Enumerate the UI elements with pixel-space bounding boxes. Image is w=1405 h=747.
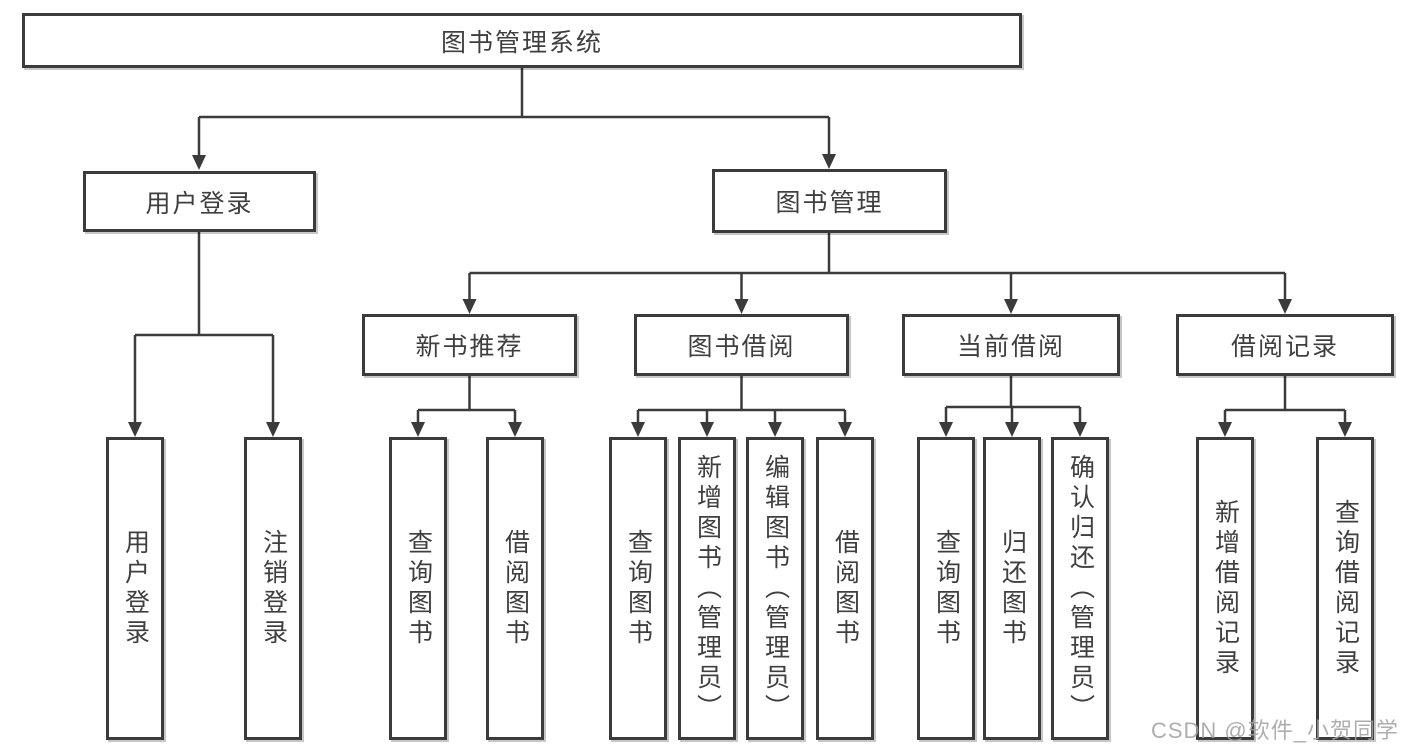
leaf-add-borrow-record: 新增借阅记录	[1196, 437, 1254, 740]
leaf-confirm-return-admin-label: 确认归还（管理员）	[1066, 453, 1095, 724]
leaf-logout-label: 注销登录	[259, 528, 288, 649]
leaf-add-book-admin-label: 新增图书（管理员）	[693, 453, 722, 724]
csdn-watermark: CSDN @软件_小贺同学	[1150, 718, 1399, 743]
leaf-add-book-admin: 新增图书（管理员）	[678, 437, 736, 740]
leaf-query-borrow-record-label: 查询借阅记录	[1331, 498, 1360, 679]
leaf-user-login-label: 用户登录	[121, 528, 150, 649]
leaf-query-books-borrow-label: 查询图书	[624, 528, 653, 649]
node-book-management: 图书管理	[712, 169, 947, 233]
leaf-edit-book-admin: 编辑图书（管理员）	[746, 437, 804, 740]
leaf-logout: 注销登录	[244, 437, 302, 740]
leaf-user-login: 用户登录	[106, 437, 164, 740]
leaf-edit-book-admin-label: 编辑图书（管理员）	[761, 453, 790, 724]
leaf-query-books-current: 查询图书	[917, 437, 975, 740]
leaf-confirm-return-admin: 确认归还（管理员）	[1051, 437, 1109, 740]
node-borrow-records: 借阅记录	[1176, 314, 1394, 376]
node-new-book-recommend: 新书推荐	[362, 314, 577, 376]
node-user-login-branch: 用户登录	[83, 171, 316, 232]
leaf-borrow-books-borrow-label: 借阅图书	[831, 528, 860, 649]
leaf-query-borrow-record: 查询借阅记录	[1316, 437, 1374, 740]
leaf-query-books-borrow: 查询图书	[609, 437, 667, 740]
leaf-query-books-recommend: 查询图书	[389, 437, 447, 740]
leaf-borrow-books-recommend: 借阅图书	[486, 437, 544, 740]
leaf-return-book-label: 归还图书	[998, 528, 1027, 649]
leaf-add-borrow-record-label: 新增借阅记录	[1211, 498, 1240, 679]
leaf-borrow-books-recommend-label: 借阅图书	[501, 528, 530, 649]
leaf-query-books-current-label: 查询图书	[932, 528, 961, 649]
node-current-borrow: 当前借阅	[902, 314, 1120, 376]
leaf-query-books-recommend-label: 查询图书	[404, 528, 433, 649]
leaf-borrow-books-borrow: 借阅图书	[816, 437, 874, 740]
arrowheads	[128, 154, 1352, 437]
leaf-return-book: 归还图书	[983, 437, 1041, 740]
node-root-system: 图书管理系统	[22, 13, 1022, 68]
node-book-borrow: 图书借阅	[634, 314, 849, 376]
